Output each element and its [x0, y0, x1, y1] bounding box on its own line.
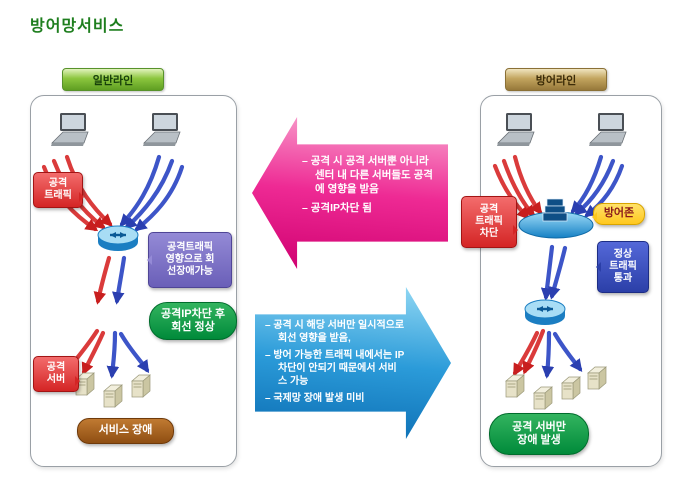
general-line-header: 일반라인: [62, 68, 164, 91]
callout-bullet: – 방어 가능한 트래픽 내에서는 IP차단이 안되기 때문에서 서비스 가능: [265, 350, 405, 387]
defense-zone-label: 방어존: [592, 203, 645, 225]
router-icon: [97, 225, 139, 251]
attack-server-label: 공격 서버: [33, 356, 80, 392]
laptop-icon: [589, 113, 627, 146]
laptop-icon: [51, 113, 89, 146]
line-impact-text: 공격트래픽 영향으로 회 선장애가능: [165, 241, 215, 278]
callout-bullet: – 공격 시 해당 서버만 일시적으로 회선 영향을 받음,: [265, 320, 405, 344]
defense-line-header: 방어라인: [505, 68, 607, 91]
defense-zone-text: 방어존: [603, 207, 635, 220]
server-icon: [533, 386, 553, 410]
defense-callout-text: – 공격 시 해당 서버만 일시적으로 회선 영향을 받음, – 방어 가능한 …: [265, 319, 405, 409]
callout-bullet: – 국제망 장애 발생 미비: [265, 393, 365, 404]
attack-traffic-label: 공격 트래픽: [33, 172, 84, 208]
defense-line-header-label: 방어라인: [535, 74, 577, 87]
attack-traffic-block-text: 공격 트래픽 차단: [475, 203, 503, 240]
laptop-icon: [497, 113, 535, 146]
after-block-text: 공격IP차단 후 회선 정상: [160, 307, 226, 333]
server-icon: [561, 376, 581, 400]
normal-traffic-label: 정상 트래픽 통과: [596, 241, 649, 293]
attack-server-text: 공격 서버: [46, 361, 66, 385]
after-block-label: 공격IP차단 후 회선 정상: [149, 302, 237, 340]
attack-traffic-block-label: 공격 트래픽 차단: [461, 196, 518, 248]
normal-traffic-text: 정상 트래픽 통과: [609, 248, 637, 285]
server-icon: [103, 384, 123, 408]
service-failure-text: 서비스 장애: [98, 424, 153, 437]
attack-traffic-text: 공격 트래픽: [44, 177, 72, 201]
server-icon: [505, 374, 525, 398]
general-callout-text: – 공격 시 공격 서버뿐 아니라 센터 내 다른 서버들도 공격에 영향을 받…: [302, 154, 440, 219]
server-icon: [587, 366, 607, 390]
defense-zone-icon: [518, 198, 594, 239]
service-failure-label: 서비스 장애: [77, 418, 174, 444]
server-icon: [131, 374, 151, 398]
laptop-icon: [143, 113, 181, 146]
callout-bullet: – 공격 시 공격 서버뿐 아니라 센터 내 다른 서버들도 공격에 영향을 받…: [302, 155, 433, 196]
line-impact-label: 공격트래픽 영향으로 회 선장애가능: [147, 232, 232, 288]
router-icon: [524, 299, 566, 325]
page-title: 방어망서비스: [30, 18, 125, 35]
general-line-callout-arrow: – 공격 시 공격 서버뿐 아니라 센터 내 다른 서버들도 공격에 영향을 받…: [252, 117, 448, 269]
callout-bullet: – 공격IP차단 됨: [302, 201, 372, 214]
defense-result-label: 공격 서버만 장애 발생: [489, 413, 589, 455]
defense-result-text: 공격 서버만 장애 발생: [512, 420, 566, 446]
defense-line-callout-arrow: – 공격 시 해당 서버만 일시적으로 회선 영향을 받음, – 방어 가능한 …: [255, 287, 451, 439]
general-line-header-label: 일반라인: [92, 74, 134, 87]
